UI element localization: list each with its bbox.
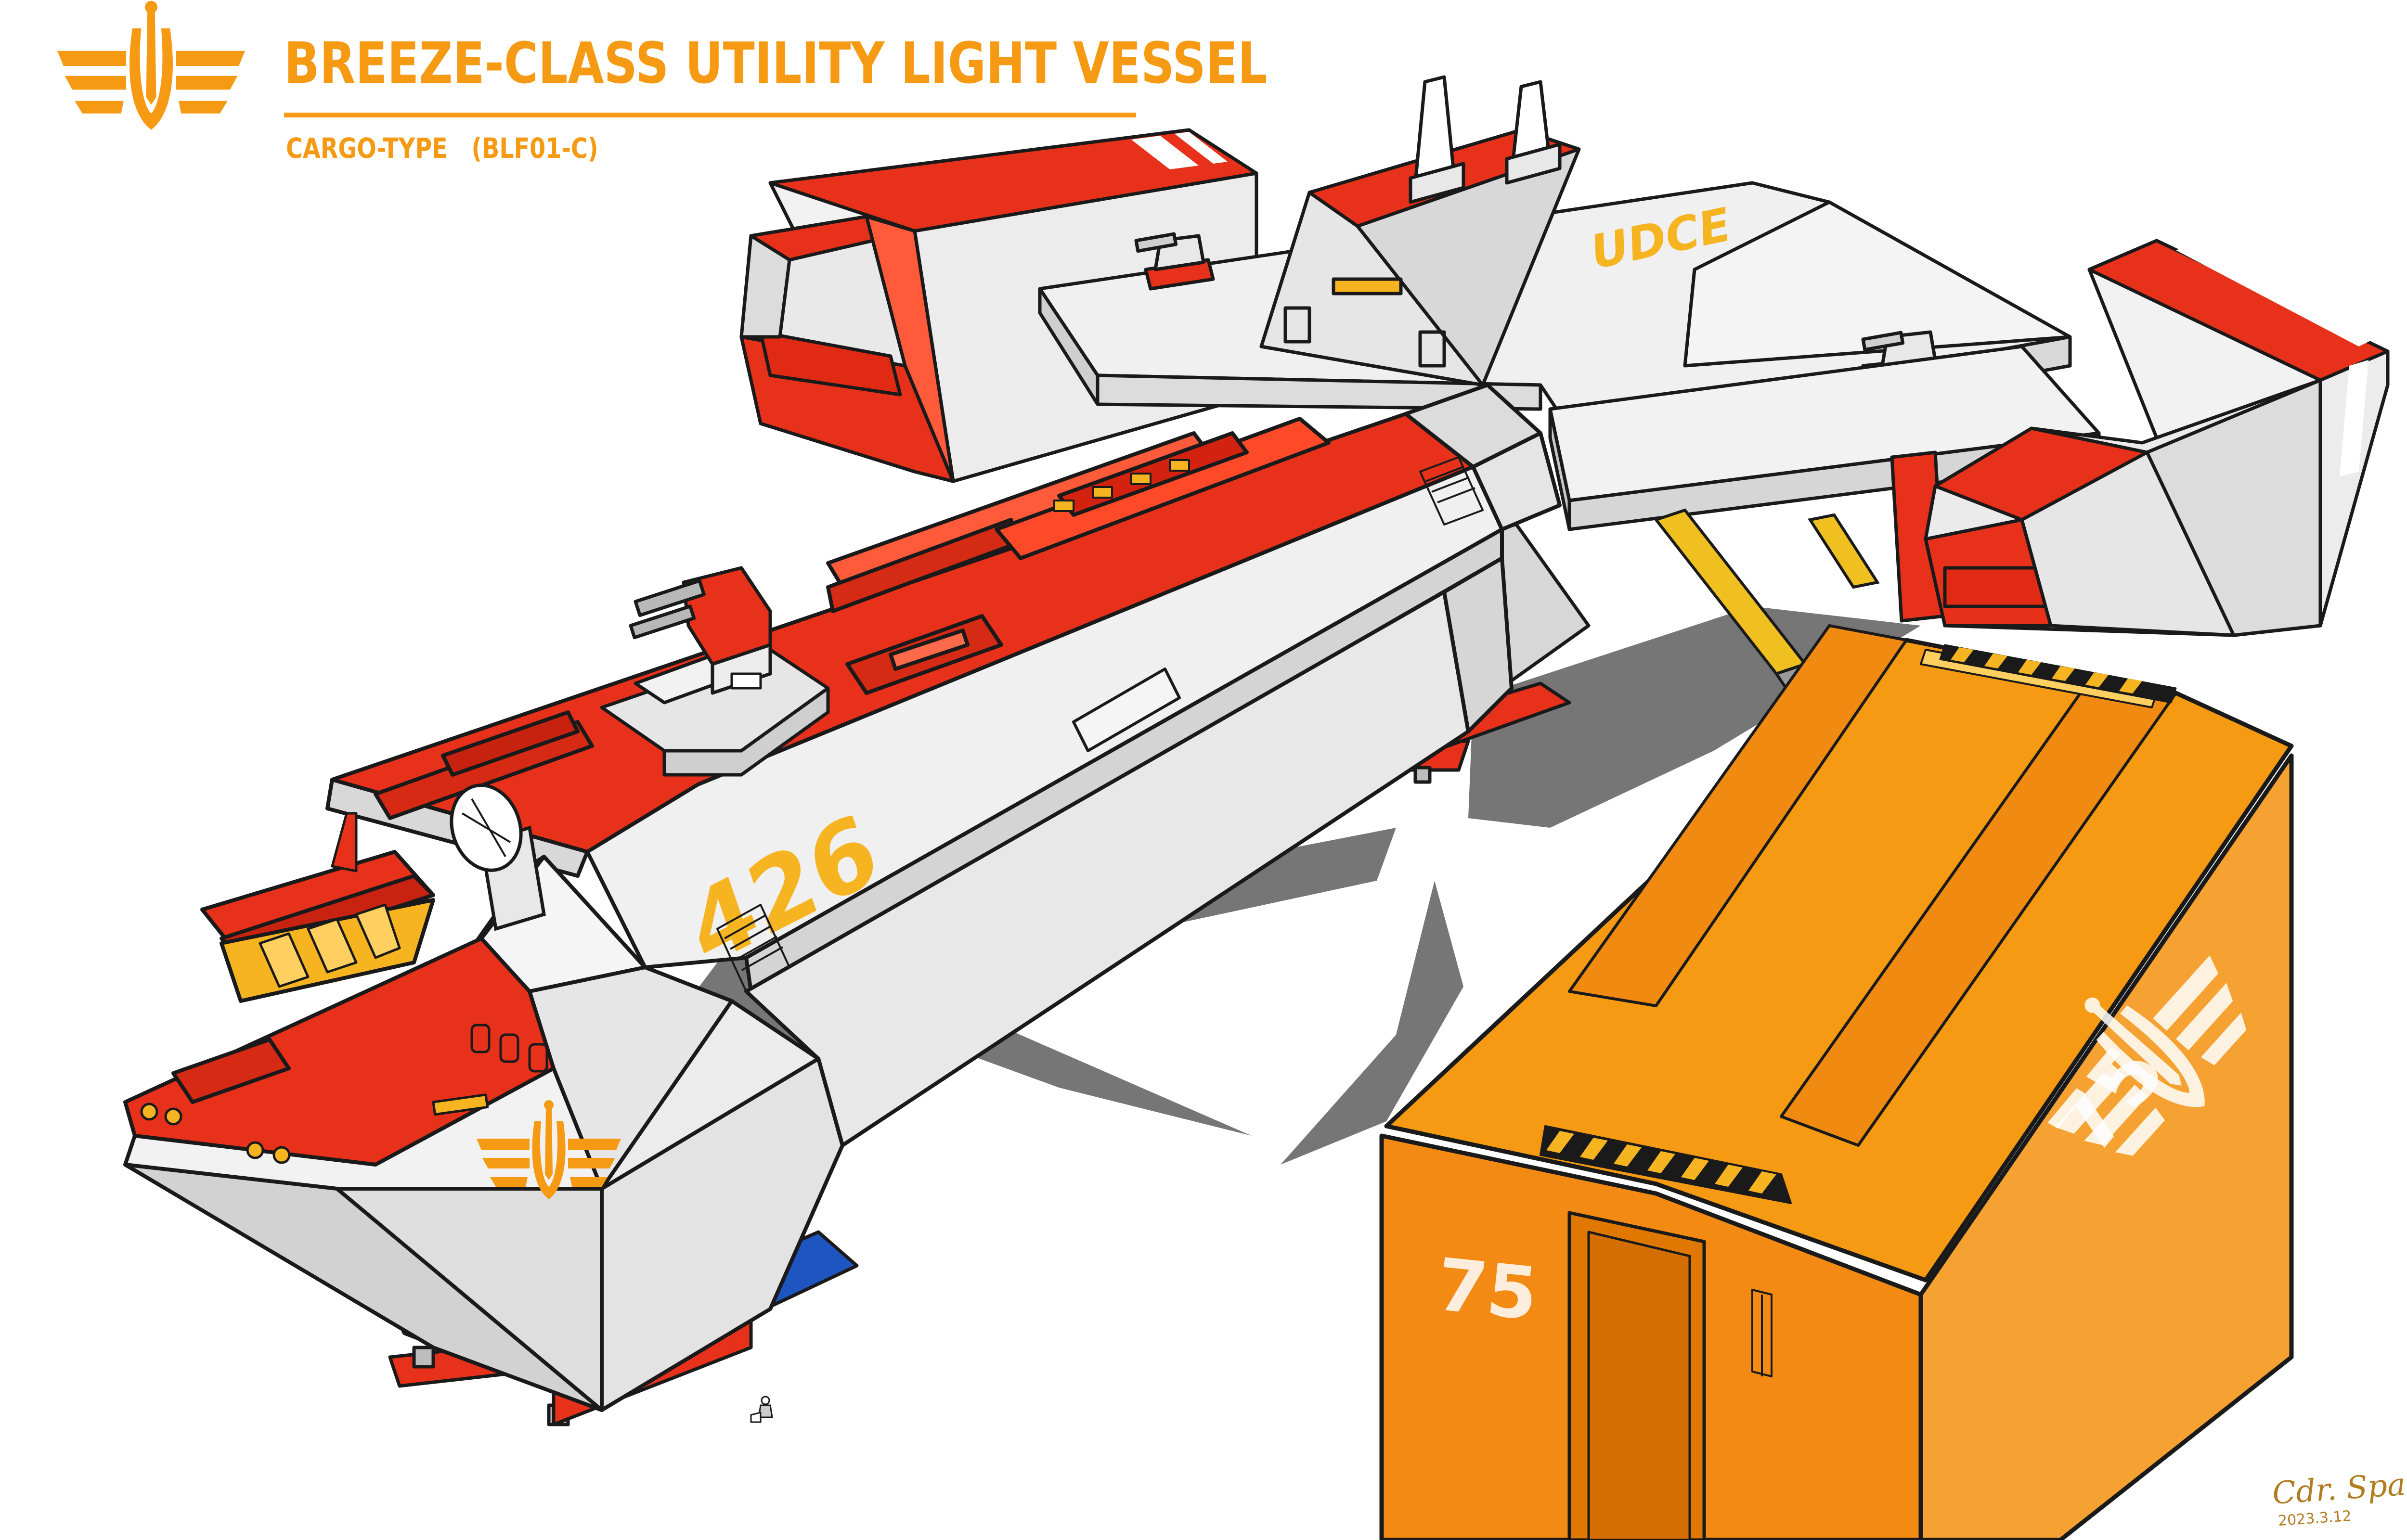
page-subtitle: CARGO-TYPE (BLF01-C) xyxy=(286,132,598,165)
radar-dish-icon xyxy=(450,783,546,931)
container-number-front: 75 xyxy=(1433,1243,1541,1337)
winged-emblem-icon xyxy=(57,0,246,130)
side-vent-grille xyxy=(716,904,790,992)
right-wing-extension xyxy=(1548,345,2101,623)
title-divider xyxy=(284,113,1136,117)
deck-turret-icon xyxy=(600,566,830,777)
bow-section xyxy=(123,812,844,1412)
bridge-tower xyxy=(1259,75,1581,387)
crew-figure xyxy=(750,1396,773,1423)
wing-turret-left xyxy=(1134,232,1215,291)
side-vent-grille xyxy=(1419,456,1484,526)
right-engine-pod xyxy=(1924,239,2390,637)
page-title: BREEZE-CLASS UTILITY LIGHT VESSEL xyxy=(284,30,1268,96)
main-hull: 426 xyxy=(325,383,1562,1147)
cargo-container: 75 75 xyxy=(1379,624,2294,1540)
